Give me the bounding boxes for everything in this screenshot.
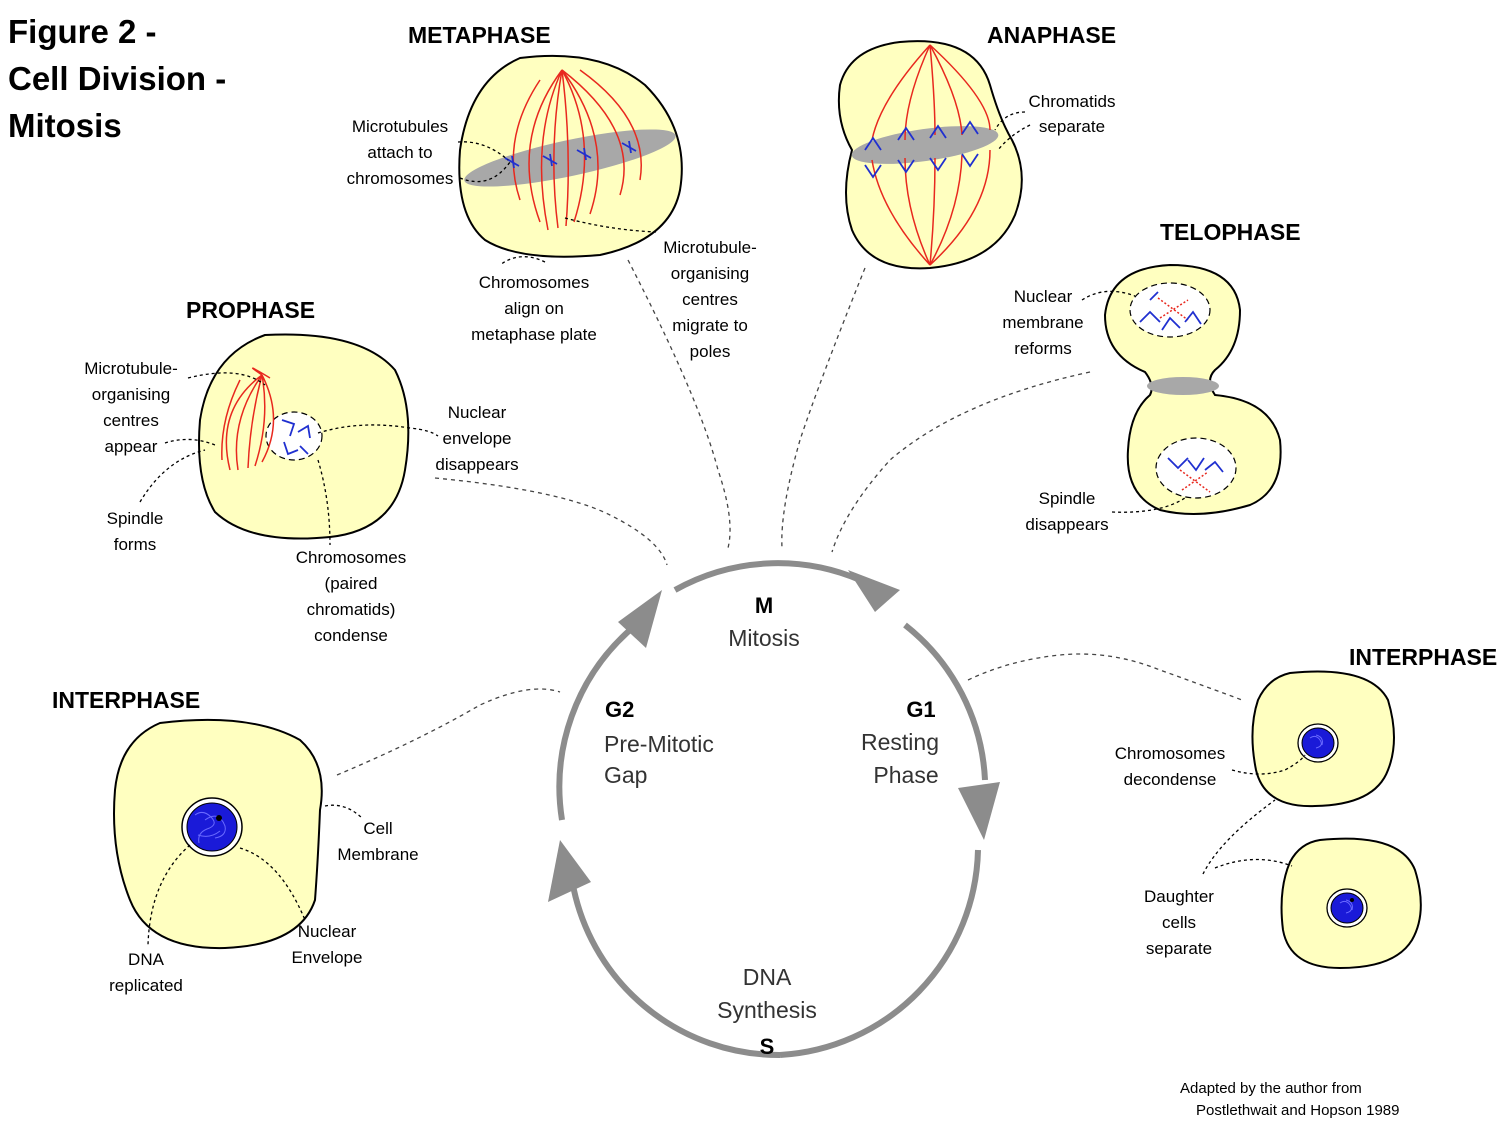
interphase-left-title: INTERPHASE [52,687,200,713]
svg-text:forms: forms [114,535,157,554]
svg-text:Microtubules: Microtubules [352,117,448,136]
svg-text:chromatids): chromatids) [307,600,396,619]
svg-text:organising: organising [671,264,749,283]
prophase-title: PROPHASE [186,297,315,323]
m-code: M [755,593,773,618]
svg-text:centres: centres [682,290,738,309]
cell-cycle: M Mitosis G1 Resting Phase G2 Pre-Mitoti… [548,560,1000,1059]
interphase-right-cells: INTERPHASE Chromosomes decondense Daught… [1115,644,1497,970]
svg-text:Envelope: Envelope [292,948,363,967]
svg-text:condense: condense [314,626,388,645]
svg-text:reforms: reforms [1014,339,1072,358]
g2-line-2: Gap [604,762,647,788]
svg-text:separate: separate [1039,117,1105,136]
svg-text:centres: centres [103,411,159,430]
cycle-arrow-g2 [618,590,662,648]
title-line-1: Figure 2 - [8,13,157,50]
interphase-left-label-envelope: Nuclear Envelope [292,922,363,967]
title-line-2: Cell Division - [8,60,227,97]
svg-text:Membrane: Membrane [337,845,418,864]
svg-text:Spindle: Spindle [107,509,164,528]
cycle-arc-s-left [569,879,781,1059]
g2-code: G2 [605,697,634,722]
s-line-1: DNA [743,964,792,990]
svg-text:Nuclear: Nuclear [1014,287,1073,306]
cycle-arrow-g1 [958,782,1000,840]
svg-text:align on: align on [504,299,564,318]
credit-line-2: Postlethwait and Hopson 1989 [1196,1102,1400,1119]
svg-text:Chromatids: Chromatids [1029,92,1116,111]
svg-text:(paired: (paired [325,574,378,593]
metaphase-cell: METAPHASE Microtubules attach to chromos… [347,22,757,361]
svg-text:Spindle: Spindle [1039,489,1096,508]
svg-text:Microtubule-: Microtubule- [663,238,757,257]
svg-text:DNA: DNA [128,950,165,969]
svg-text:Daughter: Daughter [1144,887,1214,906]
svg-text:Microtubule-: Microtubule- [84,359,178,378]
cycle-arc-s-right [779,849,981,1058]
figure-title: Figure 2 - Cell Division - Mitosis [8,8,226,149]
interphase-left-cell: INTERPHASE Cell Membrane Nuclear Envelop… [52,687,419,995]
telophase-cell: TELOPHASE Nuclear membrane reforms Spind… [1002,219,1300,534]
g2-line-1: Pre-Mitotic [604,731,714,757]
svg-text:separate: separate [1146,939,1212,958]
interphase-right-title: INTERPHASE [1349,644,1497,670]
metaphase-label-align: Chromosomes align on metaphase plate [471,273,597,344]
s-code: S [760,1034,775,1059]
g1-line-2: Phase [873,762,938,788]
svg-text:Nuclear: Nuclear [448,403,507,422]
svg-text:metaphase plate: metaphase plate [471,325,597,344]
metaphase-title: METAPHASE [408,22,551,48]
metaphase-label-microtubules: Microtubules attach to chromosomes [347,117,454,188]
svg-text:Chromosomes: Chromosomes [296,548,407,567]
prophase-label-chromosomes: Chromosomes (paired chromatids) condense [296,548,407,645]
telophase-label-membrane: Nuclear membrane reforms [1002,287,1083,358]
s-line-2: Synthesis [717,997,817,1023]
prophase-label-envelope: Nuclear envelope disappears [435,403,518,474]
svg-text:envelope: envelope [442,429,511,448]
svg-text:poles: poles [690,342,731,361]
prophase-label-spindle: Spindle forms [107,509,164,554]
cycle-arc-m [673,560,862,593]
cycle-arrow-m [848,570,900,612]
anaphase-label-chromatids: Chromatids separate [1029,92,1116,136]
cycle-arc-g2 [556,627,632,821]
stage-connectors [336,259,1243,776]
anaphase-title: ANAPHASE [987,22,1116,48]
cycle-arc-g1 [903,622,988,781]
svg-text:migrate to: migrate to [672,316,748,335]
svg-text:attach to: attach to [367,143,432,162]
svg-text:Chromosomes: Chromosomes [479,273,590,292]
svg-text:Nuclear: Nuclear [298,922,357,941]
cycle-arrow-s [548,840,591,902]
telophase-label-spindle: Spindle disappears [1025,489,1108,534]
interphase-right-label-daughter: Daughter cells separate [1144,887,1214,958]
title-line-3: Mitosis [8,107,122,144]
svg-text:organising: organising [92,385,170,404]
prophase-cell: PROPHASE Microtubule- organising centres… [84,297,518,645]
svg-text:decondense: decondense [1124,770,1217,789]
svg-text:replicated: replicated [109,976,183,995]
svg-text:disappears: disappears [1025,515,1108,534]
prophase-label-mtoc: Microtubule- organising centres appear [84,359,178,456]
credit-line-1: Adapted by the author from [1180,1080,1362,1097]
svg-text:chromosomes: chromosomes [347,169,454,188]
svg-text:membrane: membrane [1002,313,1083,332]
svg-text:appear: appear [105,437,158,456]
svg-text:cells: cells [1162,913,1196,932]
m-name: Mitosis [728,625,800,651]
svg-text:Chromosomes: Chromosomes [1115,744,1226,763]
source-credit: Adapted by the author from Postlethwait … [1180,1078,1399,1122]
interphase-left-label-membrane: Cell Membrane [337,819,418,864]
interphase-left-label-dna: DNA replicated [109,950,183,995]
svg-text:disappears: disappears [435,455,518,474]
svg-text:Cell: Cell [363,819,392,838]
metaphase-label-mtoc: Microtubule- organising centres migrate … [663,238,757,361]
interphase-right-label-decondense: Chromosomes decondense [1115,744,1226,789]
g1-line-1: Resting [861,729,939,755]
g1-code: G1 [906,697,935,722]
anaphase-cell: ANAPHASE Chromatids separate [837,22,1116,270]
telophase-title: TELOPHASE [1160,219,1301,245]
